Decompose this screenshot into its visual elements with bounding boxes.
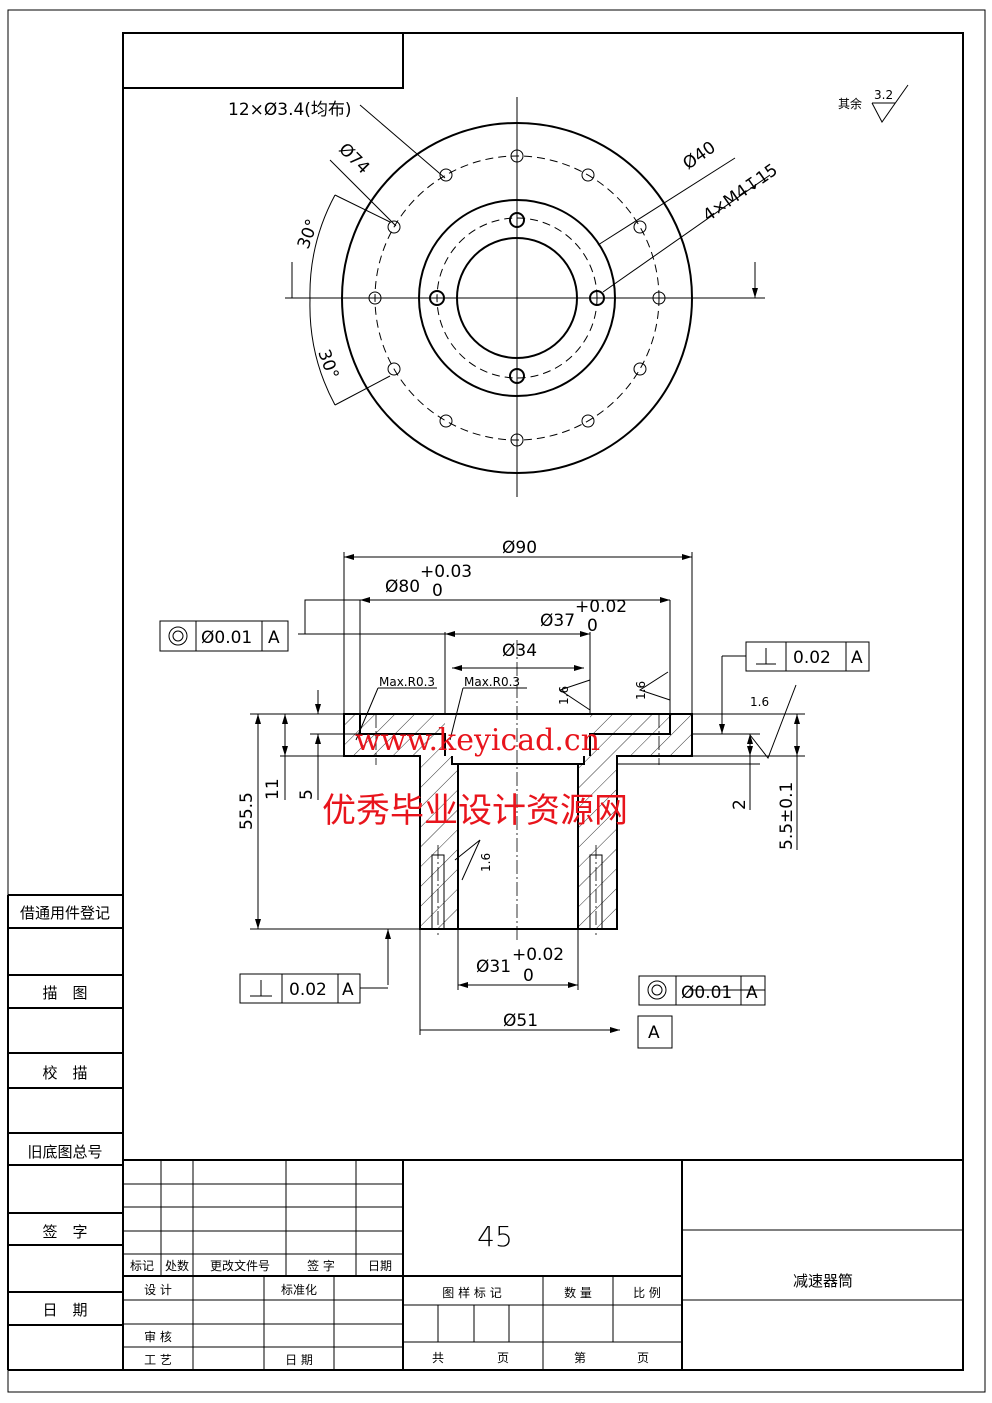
watermark-title: 优秀毕业设计资源网 bbox=[322, 791, 628, 831]
bolt-hole bbox=[581, 168, 595, 182]
height-5: 5 bbox=[297, 789, 317, 800]
process-label: 工 艺 bbox=[144, 1353, 172, 1367]
bolt-hole bbox=[439, 168, 453, 182]
height-55-5: 55.5 bbox=[237, 792, 257, 830]
bolt-hole bbox=[387, 362, 401, 376]
dia-37-upper: +0.02 bbox=[575, 597, 627, 617]
dia-37-lower: 0 bbox=[587, 616, 598, 636]
strip-label: 签 字 bbox=[42, 1223, 87, 1241]
dia-34-label: Ø34 bbox=[502, 641, 537, 661]
strip-label: 校 描 bbox=[42, 1064, 87, 1082]
tolerance-datum: A bbox=[746, 983, 758, 1003]
design-label: 设 计 bbox=[144, 1283, 172, 1297]
datum-a: A bbox=[648, 1023, 660, 1043]
rev-header: 处数 bbox=[165, 1258, 189, 1273]
bolt-hole bbox=[633, 220, 647, 234]
height-5-5: 5.5±0.1 bbox=[777, 782, 797, 850]
tolerance-datum: A bbox=[268, 628, 280, 648]
dia-51-label: Ø51 bbox=[503, 1011, 538, 1031]
dia-90-label: Ø90 bbox=[502, 538, 537, 558]
pattern-mark-label: 图 样 标 记 bbox=[442, 1285, 501, 1300]
angle-label: 30° bbox=[294, 217, 323, 252]
bolt-hole bbox=[510, 149, 524, 163]
title-block: 标记 处数 更改文件号 签 字 日期 设 计 标准化 审 核 工 艺 日 期 4… bbox=[123, 1159, 963, 1370]
roughness-label: 其余 bbox=[838, 96, 862, 111]
top-view: 12×Ø3.4(均布) Ø74 Ø40 4×M4↧15 30° 30° bbox=[228, 97, 782, 497]
scale-label: 比 例 bbox=[633, 1286, 661, 1300]
fillet-note: Max.R0.3 bbox=[464, 675, 520, 689]
roughness-mark: 1.6 bbox=[750, 695, 769, 709]
page-label: 页 bbox=[637, 1351, 649, 1365]
rev-header: 日期 bbox=[368, 1259, 392, 1273]
dia-31-label: Ø31 bbox=[476, 957, 511, 977]
bolt-hole bbox=[581, 414, 595, 428]
strip-label: 借通用件登记 bbox=[20, 904, 110, 922]
tolerance-frame-perpendicularity-bottom: 0.02 A bbox=[239, 973, 361, 1004]
dia-31-upper: +0.02 bbox=[512, 945, 564, 965]
quantity-label: 数 量 bbox=[564, 1285, 592, 1300]
strip-label: 日 期 bbox=[42, 1301, 87, 1319]
fillet-note: Max.R0.3 bbox=[379, 675, 435, 689]
dia-31-lower: 0 bbox=[523, 966, 534, 986]
roughness-value: 3.2 bbox=[874, 88, 893, 102]
outer-border bbox=[7, 9, 986, 1393]
part-name: 减速器筒 bbox=[793, 1272, 853, 1290]
side-strip: 借通用件登记 描 图 校 描 旧底图总号 签 字 日 期 bbox=[7, 894, 123, 1371]
nth-label: 第 bbox=[574, 1351, 586, 1365]
dia-37-label: Ø37 bbox=[540, 611, 575, 631]
material-label: 45 bbox=[477, 1220, 513, 1253]
rev-header: 更改文件号 bbox=[210, 1258, 270, 1273]
bolt-hole bbox=[510, 433, 524, 447]
tolerance-value: Ø0.01 bbox=[681, 983, 732, 1003]
standardize-label: 标准化 bbox=[281, 1283, 317, 1297]
watermark-url: www.keyicad.cn bbox=[355, 723, 600, 758]
dia-80-lower: 0 bbox=[432, 581, 443, 601]
thread-note: 4×M4↧15 bbox=[699, 160, 781, 226]
tolerance-frame-perpendicularity-right: 0.02 A bbox=[745, 641, 870, 672]
dia-40-label: Ø40 bbox=[679, 138, 719, 174]
tolerance-datum: A bbox=[851, 648, 863, 668]
holes-note: 12×Ø3.4(均布) bbox=[228, 100, 352, 120]
rev-header: 标记 bbox=[130, 1259, 154, 1273]
bolt-hole bbox=[368, 291, 382, 305]
inner-frame bbox=[122, 32, 964, 1371]
page-label: 页 bbox=[497, 1351, 509, 1365]
tolerance-frame-concentricity-bottom: Ø0.01 A bbox=[638, 975, 766, 1006]
bolt-holes bbox=[368, 149, 666, 447]
height-2: 2 bbox=[730, 799, 750, 810]
tolerance-datum: A bbox=[342, 980, 354, 1000]
bolt-hole bbox=[633, 362, 647, 376]
height-11: 11 bbox=[263, 778, 283, 800]
rev-header: 签 字 bbox=[307, 1258, 335, 1273]
code-box bbox=[122, 32, 404, 89]
total-label: 共 bbox=[432, 1351, 444, 1365]
roughness-mark: 1.6 bbox=[634, 681, 648, 700]
date-label: 日 期 bbox=[285, 1353, 313, 1367]
roughness-mark: 1.6 bbox=[557, 686, 571, 705]
roughness-mark: 1.6 bbox=[479, 853, 493, 872]
strip-label: 旧底图总号 bbox=[27, 1143, 102, 1161]
dia-80-upper: +0.03 bbox=[420, 562, 472, 582]
bolt-hole bbox=[439, 414, 453, 428]
angle-label: 30° bbox=[313, 347, 342, 382]
dia-74-label: Ø74 bbox=[334, 139, 373, 178]
strip-label: 描 图 bbox=[42, 984, 87, 1002]
dia-80-label: Ø80 bbox=[385, 577, 420, 597]
section-view: Ø90 Ø80 +0.03 0 Ø37 +0.02 0 Ø34 Ø31 +0.0… bbox=[237, 538, 805, 1049]
general-roughness-note: 其余 3.2 bbox=[838, 84, 909, 123]
tolerance-value: 0.02 bbox=[793, 648, 831, 668]
tolerance-frame-concentricity-top: Ø0.01 A bbox=[159, 620, 289, 652]
bolt-hole bbox=[652, 291, 666, 305]
tolerance-value: Ø0.01 bbox=[201, 628, 252, 648]
bolt-hole bbox=[387, 220, 401, 234]
tolerance-value: 0.02 bbox=[289, 980, 327, 1000]
review-label: 审 核 bbox=[144, 1329, 172, 1344]
